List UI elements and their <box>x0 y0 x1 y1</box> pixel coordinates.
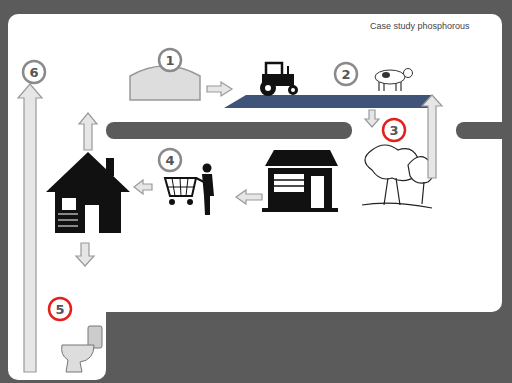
callout-circle: 5 <box>47 296 73 322</box>
house-window <box>62 198 76 210</box>
diagram-title: Case study phosphorous <box>370 22 470 31</box>
circle-outline <box>335 63 357 85</box>
tractor-hub <box>291 88 295 92</box>
gray-gap <box>106 122 352 139</box>
flow-arrow <box>18 84 42 372</box>
toilet-bowl <box>62 345 94 372</box>
flow-arrow <box>365 110 379 127</box>
flow-arrow <box>134 180 152 194</box>
cart-wheel <box>187 199 193 205</box>
flow-arrow <box>422 95 442 178</box>
cow-head <box>404 69 413 78</box>
callout-number: 5 <box>55 303 64 316</box>
shop-base <box>262 208 338 212</box>
flow-arrow <box>207 82 232 96</box>
callout-circle: 1 <box>157 47 183 73</box>
flow-arrow <box>76 243 94 266</box>
house-body <box>46 152 130 233</box>
flow-arrow <box>236 190 262 204</box>
tree-trunk <box>384 178 424 205</box>
house-door <box>85 205 99 233</box>
cart-basket <box>165 178 196 196</box>
circle-outline <box>383 119 405 141</box>
shopper-head <box>203 164 212 173</box>
callout-number: 4 <box>165 154 174 167</box>
shopper-body <box>202 174 214 215</box>
callout-circle: 3 <box>381 117 407 143</box>
callout-number: 3 <box>389 124 398 137</box>
flow-arrow <box>79 113 97 150</box>
cow-body <box>375 70 405 84</box>
shop-shelves <box>274 180 304 186</box>
cow-spot <box>382 72 390 78</box>
cart-grid <box>167 178 194 196</box>
shop-window <box>274 174 304 192</box>
shop-awning <box>265 150 338 166</box>
cart-wheel <box>169 199 175 205</box>
white-band <box>8 14 502 312</box>
tractor-exhaust <box>287 66 289 74</box>
callout-number: 2 <box>341 68 350 81</box>
callout-number: 6 <box>29 66 38 79</box>
circle-outline <box>159 149 181 171</box>
house-bricks <box>58 214 78 226</box>
gray-gap <box>456 122 512 139</box>
field <box>224 95 432 108</box>
tractor-hub <box>265 85 271 91</box>
shop-door <box>311 176 324 208</box>
tractor-cab <box>266 63 282 74</box>
white-band <box>8 290 106 380</box>
callout-circle: 6 <box>21 59 47 85</box>
tractor-wheel <box>260 80 276 96</box>
ground-line <box>362 203 432 208</box>
tractor-wheel <box>288 85 298 95</box>
circle-outline <box>159 49 181 71</box>
shop-front <box>268 168 332 208</box>
circle-outline <box>49 298 71 320</box>
circle-outline <box>23 61 45 83</box>
callout-number: 1 <box>165 54 174 67</box>
callout-circle: 2 <box>333 61 359 87</box>
cart-handle <box>196 178 204 182</box>
callout-circle: 4 <box>157 147 183 173</box>
cow-legs <box>379 82 401 91</box>
